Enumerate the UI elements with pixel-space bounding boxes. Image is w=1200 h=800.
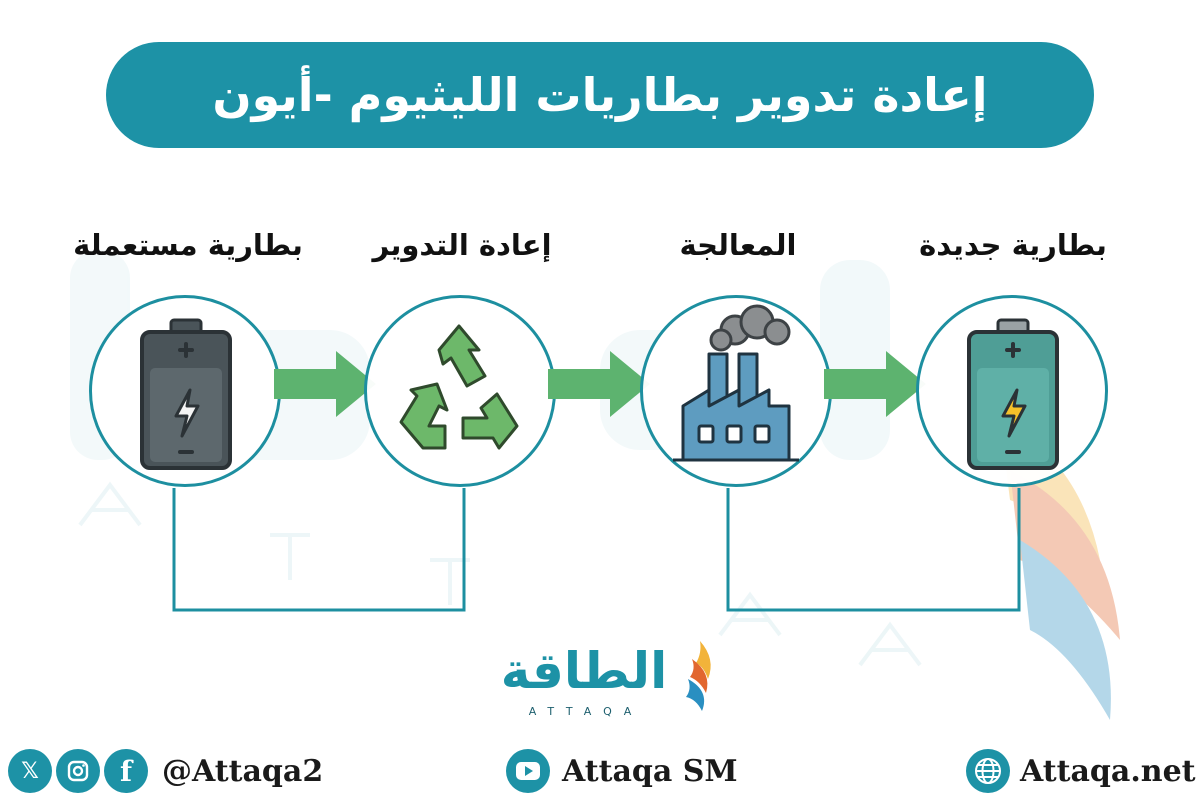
connector-right (726, 488, 1021, 612)
step-circle-new-battery (916, 295, 1108, 487)
recycle-icon (399, 324, 519, 450)
youtube-channel[interactable]: Attaqa SM (562, 753, 738, 789)
page-title: إعادة تدوير بطاريات الليثيوم -أيون (212, 68, 988, 122)
step-circle-used-battery (89, 295, 281, 487)
step-circle-recycling (364, 295, 556, 487)
brand-name-english: ATTAQA (528, 705, 644, 718)
step-label-used-battery: بطارية مستعملة (73, 228, 303, 262)
website-link[interactable]: Attaqa.net (1020, 753, 1196, 789)
footer-youtube: Attaqa SM (506, 743, 738, 799)
brand-flame-icon (686, 641, 711, 711)
used-battery-icon (140, 318, 232, 470)
title-banner: إعادة تدوير بطاريات الليثيوم -أيون (106, 42, 1094, 148)
footer-website: Attaqa.net (966, 743, 1196, 799)
flow-arrow-2 (548, 351, 650, 417)
step-circle-processing (640, 295, 832, 487)
new-battery-icon (967, 318, 1059, 470)
x-twitter-icon[interactable]: 𝕏 (8, 749, 52, 793)
globe-icon[interactable] (966, 749, 1010, 793)
flow-arrow-3 (824, 351, 926, 417)
step-label-processing: المعالجة (679, 228, 797, 262)
facebook-icon[interactable]: f (104, 749, 148, 793)
instagram-icon[interactable] (56, 749, 100, 793)
footer-social: 𝕏 f @Attaqa2 (8, 743, 323, 799)
flow-arrow-1 (274, 351, 376, 417)
step-label-new-battery: بطارية جديدة (919, 228, 1107, 262)
brand-name-arabic: الطاقة (500, 642, 668, 700)
connector-left (172, 488, 466, 612)
step-label-recycling: إعادة التدوير (372, 228, 552, 262)
social-handle[interactable]: @Attaqa2 (162, 753, 324, 789)
brand-logo: الطاقة ATTAQA (486, 635, 736, 725)
factory-icon (673, 304, 799, 462)
youtube-icon[interactable] (506, 749, 550, 793)
